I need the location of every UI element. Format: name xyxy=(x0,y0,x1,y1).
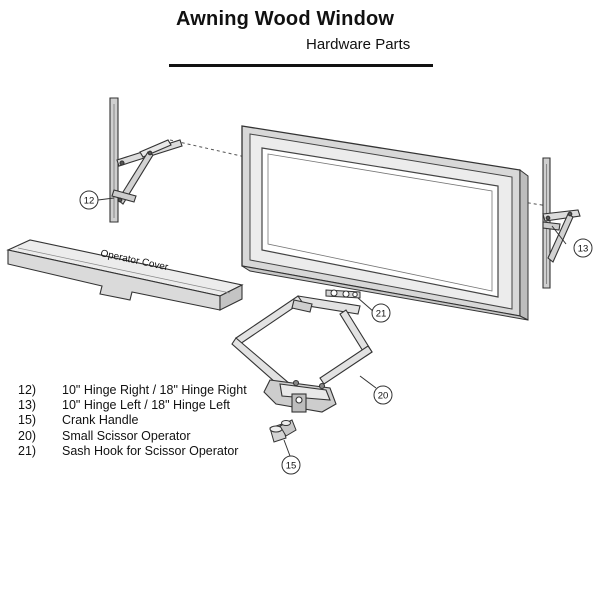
crank-handle xyxy=(269,419,297,443)
hinge-right xyxy=(109,97,183,223)
scissor-operator xyxy=(231,295,373,413)
callout-15: 15 xyxy=(281,455,301,475)
legend-number: 21) xyxy=(18,443,37,458)
title-text: Awning Wood Window xyxy=(176,8,395,30)
legend-row: 21) Sash Hook for Scissor Operator xyxy=(18,444,247,459)
callout-21: 21 xyxy=(371,303,391,323)
legend-number: 12) xyxy=(18,383,37,397)
legend-row: 15) Crank Handle xyxy=(18,413,247,428)
legend-row: 13) 10" Hinge Left / 18" Hinge Left xyxy=(18,398,247,413)
callout-13-text: 13 xyxy=(578,244,589,255)
legend-number: 15) xyxy=(18,413,37,428)
title-rule xyxy=(169,64,433,67)
hinge-left xyxy=(542,157,581,289)
window-sash xyxy=(241,125,529,321)
legend-text: 10" Hinge Left / 18" Hinge Left xyxy=(62,398,231,413)
legend-text: Small Scissor Operator xyxy=(62,428,191,443)
legend-text: Sash Hook for Scissor Operator xyxy=(62,443,239,458)
callout-21-text: 21 xyxy=(376,309,387,320)
legend-number: 20) xyxy=(18,428,37,443)
callout-12-text: 12 xyxy=(84,196,95,207)
callout-13: 13 xyxy=(573,238,593,258)
callout-20: 20 xyxy=(373,385,393,405)
callout-20-text: 20 xyxy=(378,391,389,402)
page-subtitle: Hardware Parts xyxy=(306,36,411,53)
parts-legend: 12) 10" Hinge Right / 18" Hinge Right 13… xyxy=(18,383,247,459)
legend-text: 10" Hinge Right / 18" Hinge Right xyxy=(62,383,247,397)
legend-row: 20) Small Scissor Operator xyxy=(18,429,247,444)
operator-cover xyxy=(6,239,244,311)
legend-row: 12) 10" Hinge Right / 18" Hinge Right xyxy=(18,383,247,398)
legend-text: Crank Handle xyxy=(62,413,139,428)
legend-number: 13) xyxy=(18,398,37,413)
sash-hook xyxy=(325,289,361,299)
callout-leaders xyxy=(97,197,567,457)
callout-15-text: 15 xyxy=(286,461,297,472)
callout-12: 12 xyxy=(79,190,99,210)
